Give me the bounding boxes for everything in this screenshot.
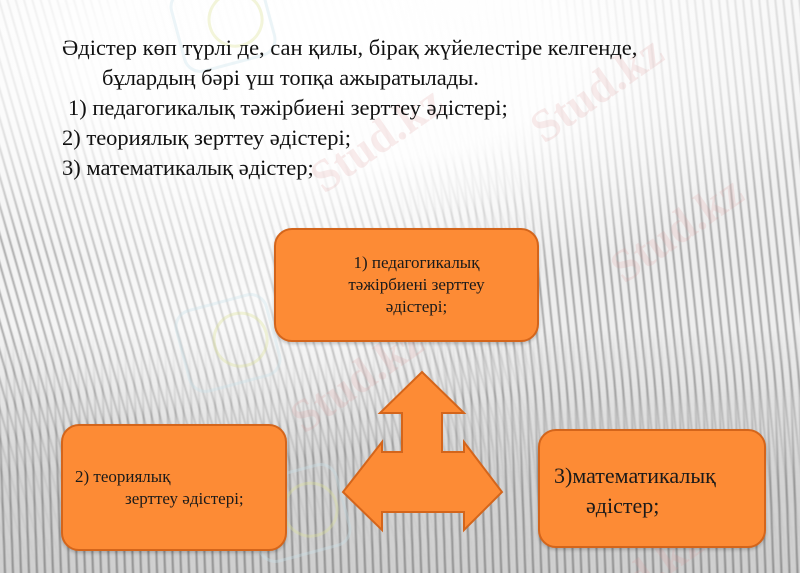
diagram-box-mathematical: 3)математикалық әдістер; (538, 429, 766, 548)
box-line: 3)математикалық (554, 463, 716, 488)
intro-line-2: бұлардың бәрі үш топқа ажыратылады. (102, 65, 479, 90)
diagram-box-theoretical: 2) теориялық зерттеу әдістері; (61, 424, 287, 551)
slide-text: Әдістер көп түрлі де, сан қилы, бірақ жү… (62, 33, 782, 183)
list-item-1: 1) педагогикалық тәжірбиені зерттеу әдіс… (68, 95, 508, 120)
list-item-2: 2) теориялық зерттеу әдістері; (62, 125, 352, 150)
box-line: 1) педагогикалық (353, 253, 480, 272)
box-line: зерттеу әдістері; (125, 489, 244, 508)
box-line: әдістері; (385, 297, 448, 316)
three-way-arrow-icon (341, 370, 504, 533)
diagram-box-pedagogical: 1) педагогикалық тәжірбиені зерттеу әдіс… (274, 228, 539, 342)
box-line: тәжірбиені зерттеу (348, 275, 485, 294)
list-item-3: 3) математикалық әдістер; (62, 155, 314, 180)
box-line: әдістер; (586, 493, 660, 518)
intro-line-1: Әдістер көп түрлі де, сан қилы, бірақ жү… (62, 35, 638, 60)
box-line: 2) теориялық (75, 467, 171, 486)
